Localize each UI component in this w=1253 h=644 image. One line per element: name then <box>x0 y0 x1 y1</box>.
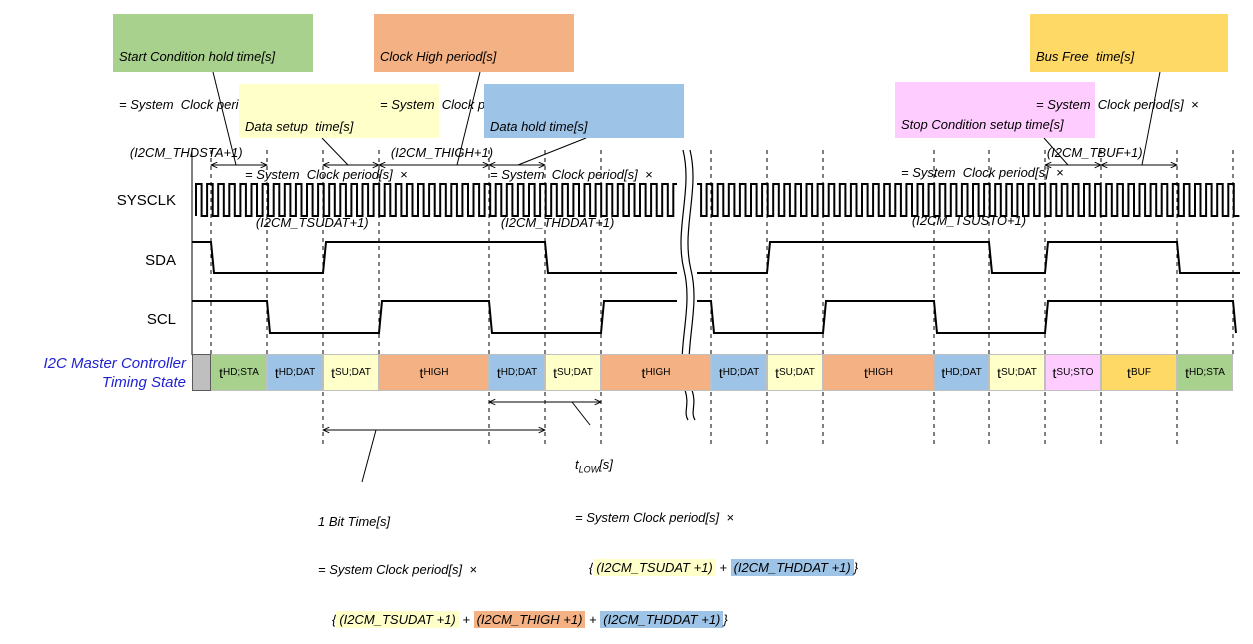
clock-high-annotation: Clock High period[s] = System Clock peri… <box>374 14 574 160</box>
bit-time-thigh-term: (I2CM_THIGH +1) <box>473 611 586 628</box>
leader-line <box>456 71 481 166</box>
sda-waveform <box>192 241 1240 274</box>
signal-label-scl: SCL <box>146 311 176 328</box>
bus-free-register: (I2CM_TBUF+1) <box>1036 145 1143 160</box>
leader-line <box>361 429 377 483</box>
data-hold-title: Data hold time[s] <box>490 119 588 134</box>
data-hold-formula: = System Clock period[s] × <box>490 167 653 182</box>
bit-time-name: 1 Bit Time[s] <box>318 514 391 529</box>
bus-free-annotation: Bus Free time[s] = System Clock period[s… <box>1030 14 1228 160</box>
bit-time-expression: = System Clock period[s] × <box>318 562 477 577</box>
state-row-start-marker <box>192 354 211 391</box>
leader-line <box>321 137 349 166</box>
leader-lines <box>212 71 1161 483</box>
leader-line <box>1043 137 1069 166</box>
start-hold-annotation: Start Condition hold time[s] = System Cl… <box>113 14 313 160</box>
bit-time-terms: {(I2CM_TSUDAT +1) + (I2CM_THIGH +1) + (I… <box>332 611 728 628</box>
clock-high-title: Clock High period[s] <box>380 49 497 64</box>
timing-state-title-line2: Timing State <box>101 374 186 391</box>
sysclk-waveform <box>195 183 1240 217</box>
data-setup-formula: = System Clock period[s] × <box>245 167 408 182</box>
tlow-thddat-term: (I2CM_THDDAT +1) <box>730 558 854 576</box>
leader-line <box>1141 71 1161 166</box>
start-hold-register: (I2CM_THDSTA+1) <box>119 145 243 160</box>
data-setup-register: (I2CM_TSUDAT+1) <box>245 215 369 230</box>
waveform-break-mark <box>677 149 697 421</box>
stop-setup-annotation: Stop Condition setup time[s] = System Cl… <box>895 82 1095 228</box>
data-hold-annotation: Data hold time[s] = System Clock period[… <box>484 84 684 230</box>
leader-line <box>212 71 237 166</box>
leader-line <box>571 401 591 426</box>
bit-time-formula: 1 Bit Time[s] = System Clock period[s] ×… <box>318 482 728 644</box>
data-setup-annotation: Data setup time[s] = System Clock period… <box>239 84 439 230</box>
timing-diagram <box>191 71 1240 483</box>
stop-setup-formula: = System Clock period[s] × <box>901 165 1064 180</box>
signal-label-sda: SDA <box>145 252 176 269</box>
bus-free-title: Bus Free time[s] <box>1036 49 1135 64</box>
stop-setup-register: (I2CM_TSUSTO+1) <box>901 213 1027 228</box>
stop-setup-title: Stop Condition setup time[s] <box>901 117 1064 132</box>
bit-time-tsudat-term: (I2CM_TSUDAT +1) <box>336 611 459 628</box>
bus-free-formula: = System Clock period[s] × <box>1036 97 1199 112</box>
dimension-arrows <box>211 165 1177 430</box>
scl-waveform <box>192 300 1237 334</box>
data-hold-register: (I2CM_THDDAT+1) <box>490 215 615 230</box>
signal-label-sysclk: SYSCLK <box>116 192 176 209</box>
tlow-expression: = System Clock period[s] × <box>575 509 734 525</box>
data-setup-title: Data setup time[s] <box>245 119 354 134</box>
leader-line <box>517 137 587 166</box>
clock-high-register: (I2CM_THIGH+1) <box>380 145 494 160</box>
timing-state-title-line1: I2C Master Controller <box>43 355 186 372</box>
bit-time-thddat-term: (I2CM_THDDAT +1) <box>600 611 724 628</box>
start-hold-title: Start Condition hold time[s] <box>119 49 276 64</box>
tlow-name: tLOW[s] <box>575 457 613 475</box>
timing-state-title: I2C Master Controller Timing State <box>6 354 186 392</box>
